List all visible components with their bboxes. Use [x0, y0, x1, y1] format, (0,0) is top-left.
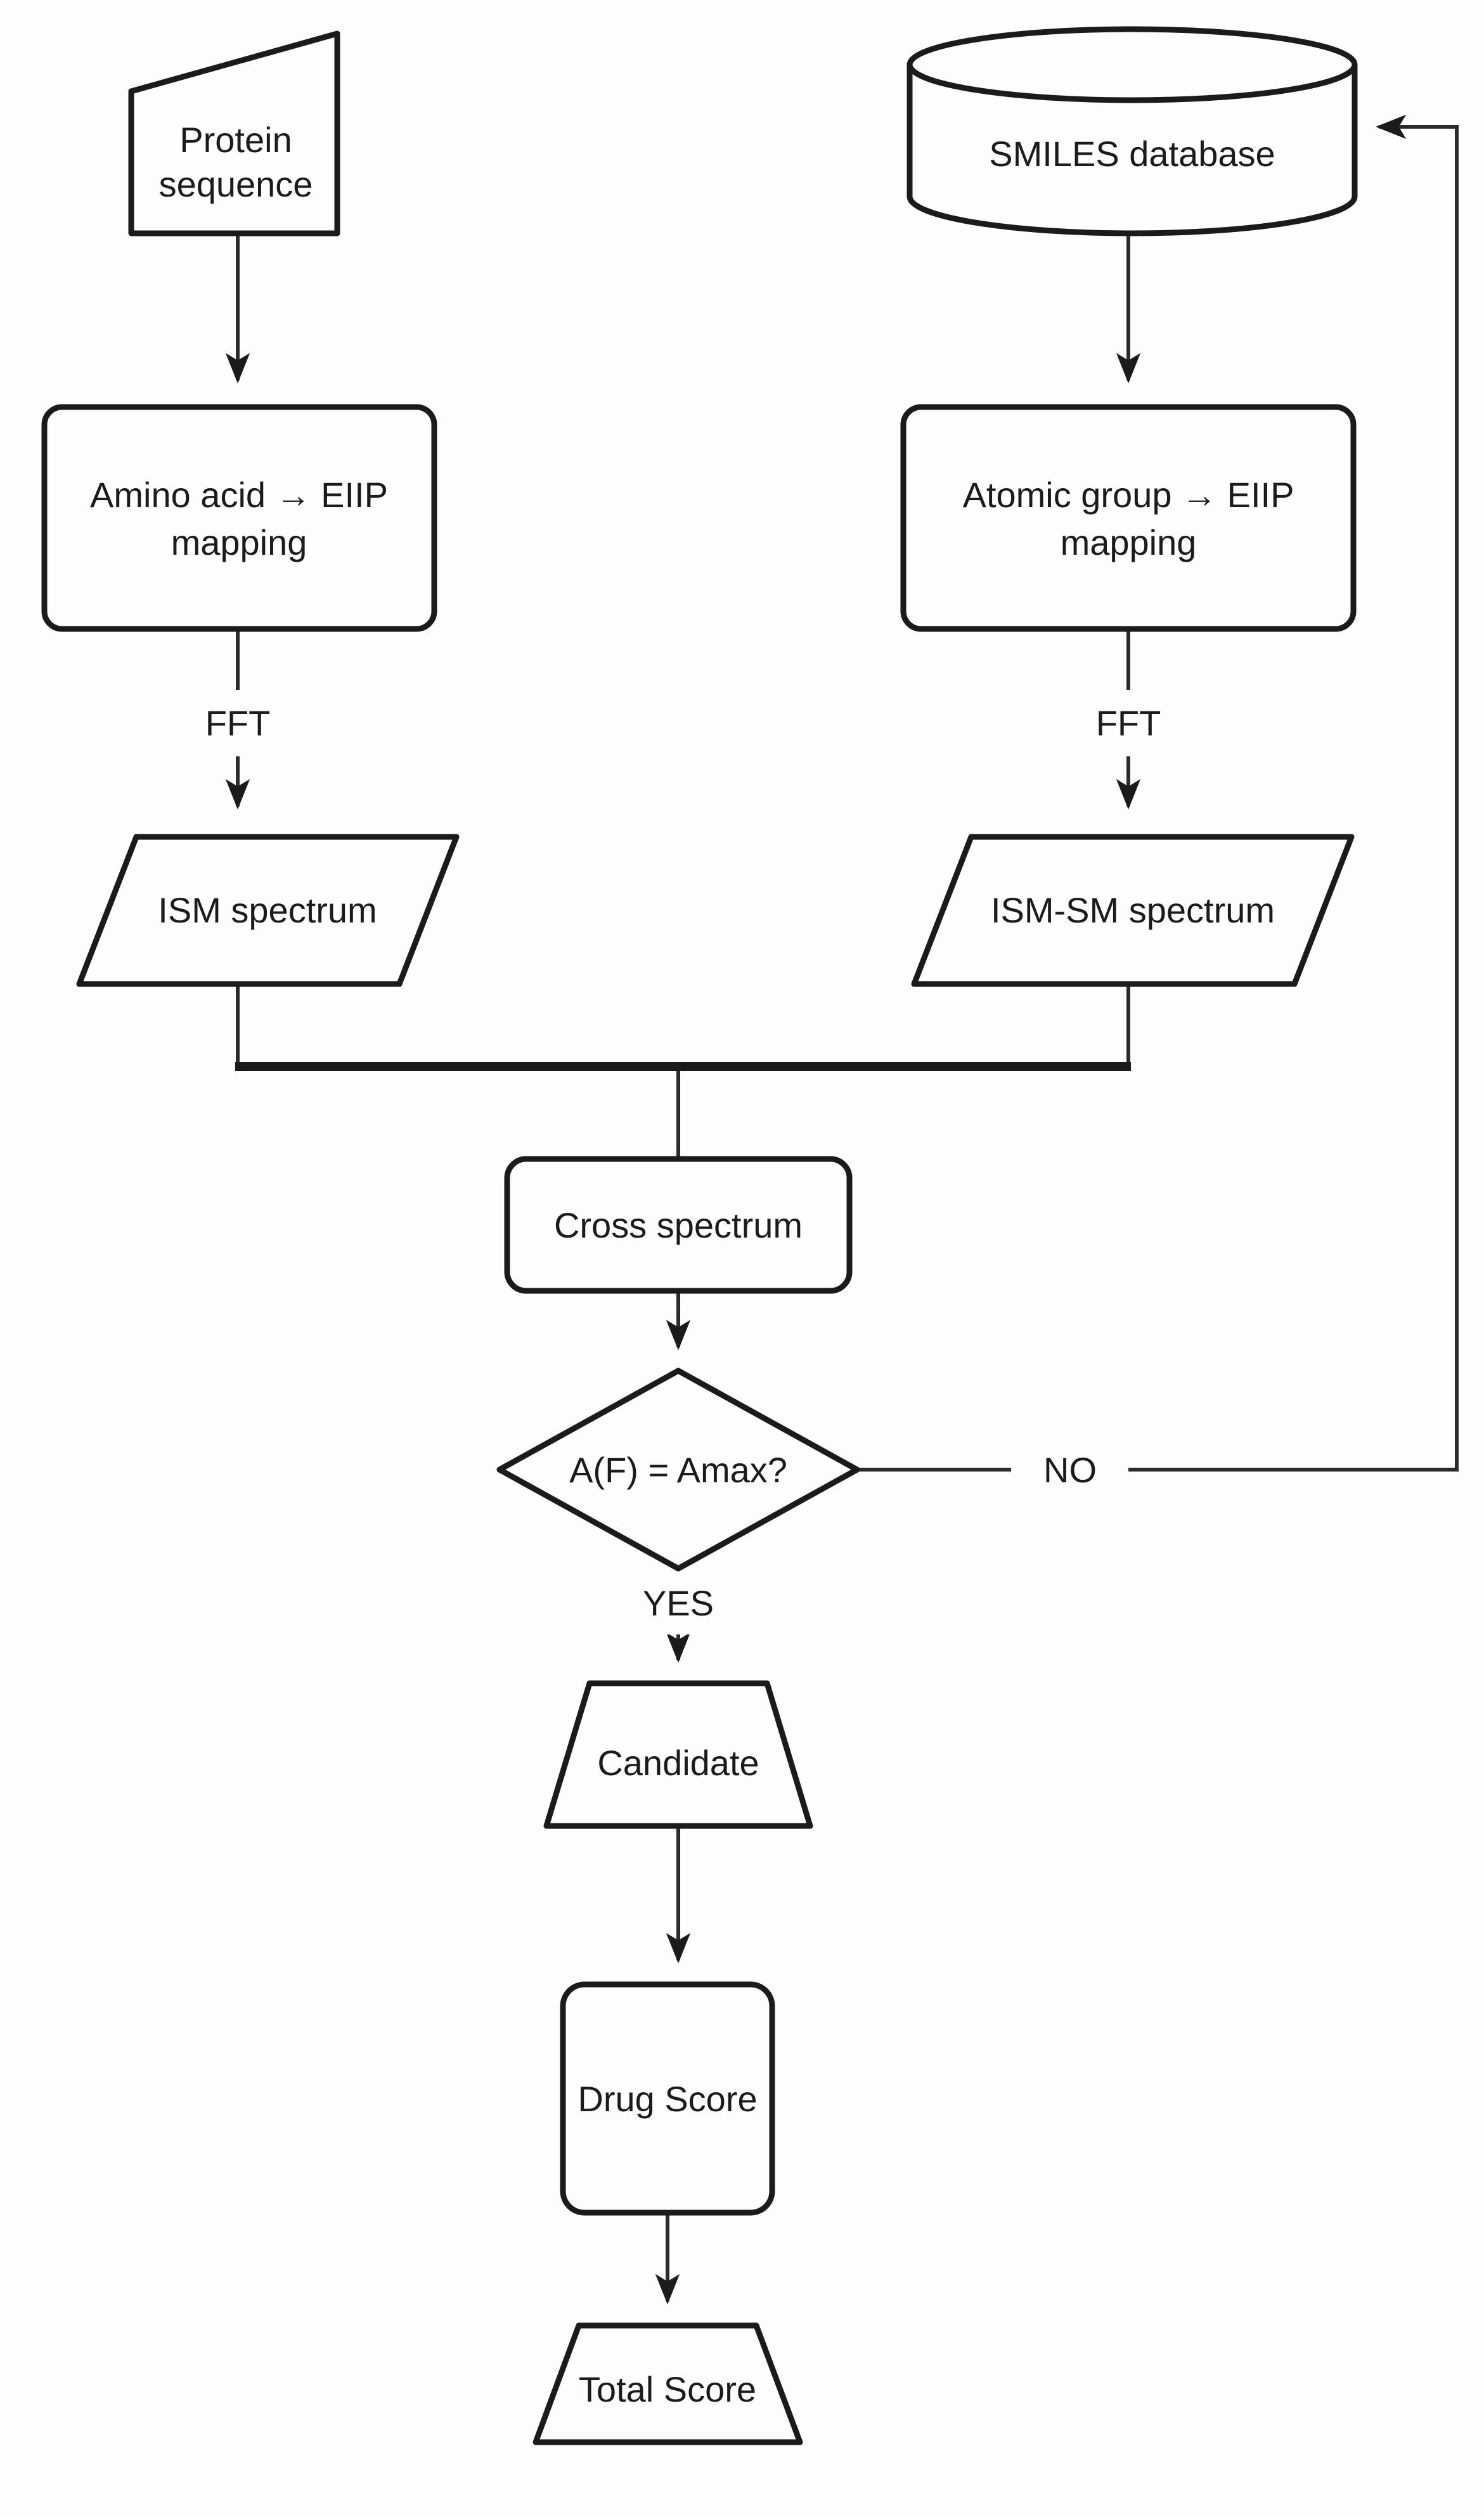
fft-right-label: FFT: [1096, 703, 1161, 743]
ism-spectrum-shape: [76, 834, 460, 987]
amino-mapping-label-line2: mapping: [171, 522, 307, 562]
cross-spectrum-label: Cross spectrum: [554, 1205, 803, 1245]
protein-sequence-label-line1: Protein: [179, 120, 292, 160]
smiles-database-label: SMILES database: [989, 134, 1275, 174]
node-total-score: Total Score: [532, 2322, 803, 2445]
no-label-bg: [1011, 1440, 1128, 1499]
decision-shape: [496, 1368, 860, 1572]
edge-decision-no-feedback: [857, 114, 1459, 1472]
ism-sm-spectrum-label: ISM-SM spectrum: [991, 890, 1275, 930]
no-label: NO: [1043, 1450, 1097, 1490]
yes-label: YES: [643, 1583, 714, 1623]
node-decision: A(F) = Amax?: [496, 1368, 860, 1572]
candidate-shape: [543, 1680, 813, 1829]
node-candidate: Candidate: [543, 1680, 813, 1829]
fft-left-label-bg: [183, 690, 294, 756]
protein-sequence-label-line2: sequence: [159, 164, 313, 204]
node-smiles-database: SMILES database: [907, 26, 1358, 236]
decision-label: A(F) = Amax?: [569, 1450, 787, 1490]
fft-right-label-bg: [1073, 690, 1184, 756]
fft-left-label: FFT: [205, 703, 271, 743]
edges: [225, 114, 1459, 2305]
node-protein-sequence: Protein sequence: [128, 30, 340, 236]
amino-mapping-label-line1: Amino acid → EIIP: [90, 475, 388, 515]
ism-spectrum-label: ISM spectrum: [158, 890, 377, 930]
total-score-label: Total Score: [579, 2369, 756, 2409]
node-atomic-mapping: Atomic group → EIIP mapping: [900, 404, 1357, 632]
ism-sm-spectrum-shape: [911, 834, 1355, 987]
node-cross-spectrum: Cross spectrum: [504, 1156, 853, 1294]
edge-labels: FFT FFT NO YES: [183, 690, 1184, 1634]
smiles-database-top: [907, 26, 1358, 103]
node-ism-sm-spectrum: ISM-SM spectrum: [911, 834, 1355, 987]
node-drug-score: Drug Score: [560, 1981, 775, 2216]
atomic-mapping-shape: [900, 404, 1357, 632]
smiles-database-body: [907, 65, 1358, 236]
atomic-mapping-label-line2: mapping: [1061, 522, 1197, 562]
node-ism-spectrum: ISM spectrum: [76, 834, 460, 987]
yes-label-bg: [610, 1571, 747, 1634]
protein-sequence-shape: [128, 30, 340, 236]
amino-mapping-shape: [41, 404, 437, 632]
cross-spectrum-shape: [504, 1156, 853, 1294]
atomic-mapping-label-line1: Atomic group → EIIP: [963, 475, 1294, 515]
total-score-shape: [532, 2322, 803, 2445]
drug-score-label: Drug Score: [577, 2079, 757, 2119]
node-amino-mapping: Amino acid → EIIP mapping: [41, 404, 437, 632]
candidate-label: Candidate: [597, 1743, 759, 1783]
drug-score-shape: [560, 1981, 775, 2216]
